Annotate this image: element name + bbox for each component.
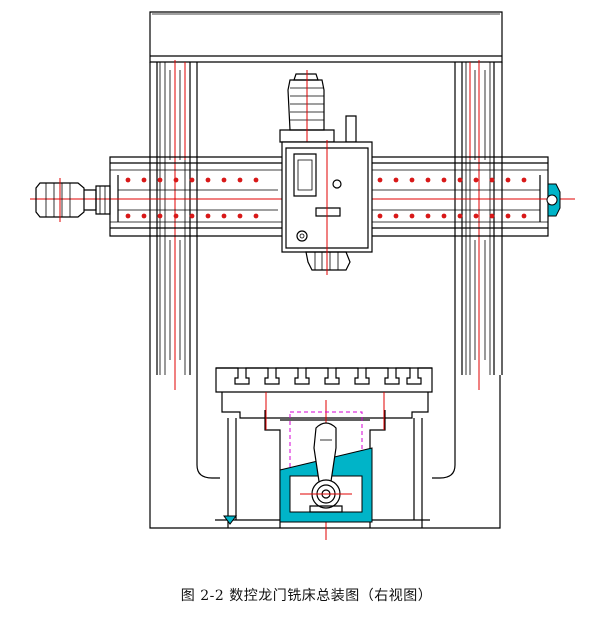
- x-axis-end-coupling: [546, 183, 561, 217]
- right-column: [454, 60, 503, 390]
- beam-bolt: [173, 177, 179, 183]
- beam-bolt: [505, 177, 511, 183]
- beam-bolt: [425, 213, 431, 219]
- top-beam: [149, 11, 503, 63]
- beam-bolt: [489, 177, 495, 183]
- beam-bolt: [157, 177, 163, 183]
- beam-bolt: [521, 177, 527, 183]
- left-column: [149, 60, 198, 390]
- beam-bolt: [173, 213, 179, 219]
- beam-bolt: [521, 213, 527, 219]
- beam-bolt: [253, 177, 259, 183]
- crank-lever: [300, 422, 352, 513]
- beam-bolt: [205, 177, 211, 183]
- beam-bolt: [457, 213, 463, 219]
- beam-bolt: [125, 213, 131, 219]
- beam-bolts: [125, 177, 527, 219]
- beam-bolt: [393, 213, 399, 219]
- spindle-head: [281, 140, 373, 275]
- beam-bolt: [377, 213, 383, 219]
- beam-bolt: [189, 213, 195, 219]
- beam-bolt: [125, 177, 131, 183]
- beam-bolt: [409, 213, 415, 219]
- worktable: [215, 367, 433, 419]
- beam-bolt: [205, 213, 211, 219]
- beam-bolt: [141, 213, 147, 219]
- beam-bolt: [237, 177, 243, 183]
- beam-bolt: [237, 213, 243, 219]
- beam-bolt: [393, 177, 399, 183]
- beam-bolt: [377, 177, 383, 183]
- beam-bolt: [221, 177, 227, 183]
- beam-bolt: [457, 177, 463, 183]
- beam-bolt: [473, 213, 479, 219]
- beam-bolt: [441, 177, 447, 183]
- beam-bolt: [141, 177, 147, 183]
- beam-bolt: [253, 213, 259, 219]
- beam-bolt: [505, 213, 511, 219]
- beam-bolt: [189, 177, 195, 183]
- beam-bolt: [221, 213, 227, 219]
- beam-bolt: [489, 213, 495, 219]
- beam-bolt: [473, 177, 479, 183]
- machine-assembly-drawing: [30, 11, 575, 540]
- beam-bolt: [441, 213, 447, 219]
- beam-bolt: [157, 213, 163, 219]
- beam-bolt: [425, 177, 431, 183]
- x-axis-motor: [35, 178, 111, 222]
- base-foot-marker: [223, 515, 237, 525]
- figure-caption: 图 2-2 数控龙门铣床总装图（右视图）: [180, 588, 433, 604]
- spindle-motor: [279, 70, 357, 145]
- beam-bolt: [409, 177, 415, 183]
